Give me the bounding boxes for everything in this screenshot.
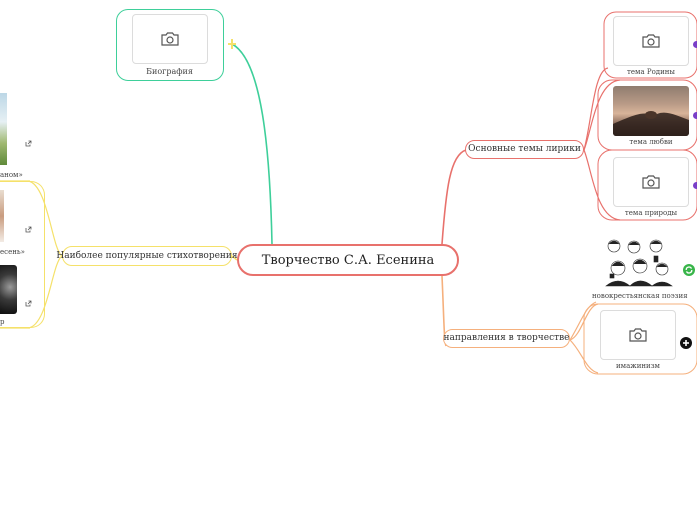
popular-poems-frame (0, 181, 45, 328)
imagism-caption: имажинизм (616, 362, 660, 370)
connector-central-themes (441, 149, 467, 245)
themes-branch-label: Основные темы лирики (468, 144, 581, 154)
connector-directions-peasant (569, 301, 597, 341)
purple-marker-2[interactable] (693, 112, 697, 119)
biography-image-placeholder (132, 14, 208, 64)
external-link-icon[interactable] (25, 218, 32, 233)
rodina-caption: тема Родины (627, 68, 675, 76)
holding-hands-image (613, 111, 689, 136)
poem-2-image[interactable] (0, 190, 4, 242)
refresh-icon[interactable] (683, 261, 695, 276)
poem-1-caption: аном» (0, 171, 23, 179)
nature-image-placeholder[interactable] (613, 157, 689, 207)
add-icon[interactable] (680, 334, 692, 349)
purple-marker-1[interactable] (693, 41, 697, 48)
themes-branch[interactable]: Основные темы лирики (465, 140, 584, 159)
external-link-icon[interactable] (25, 292, 32, 307)
peasant-poetry-caption: новокрестьянская поэзия (592, 292, 688, 300)
poets-portraits-image (605, 239, 673, 287)
frame-rodina (603, 11, 697, 79)
poem-2-caption: есень» (0, 248, 25, 256)
love-image[interactable] (613, 86, 689, 136)
poem-3-caption: р (0, 318, 5, 326)
popular-poems-branch[interactable]: Наиболее популярные стихотворения (56, 246, 238, 266)
rodina-image-placeholder[interactable] (613, 16, 689, 66)
camera-icon (629, 328, 647, 342)
connector-themes-nature (583, 149, 621, 221)
camera-icon (642, 34, 660, 48)
frame-imagism (583, 303, 697, 375)
frame-nature (597, 149, 697, 221)
biography-caption: Биография (146, 67, 193, 76)
poem-3-image[interactable] (0, 265, 17, 314)
collapse-toggle-biography[interactable] (228, 39, 236, 49)
directions-branch-label: направления в творчестве (443, 333, 570, 343)
camera-icon (642, 175, 660, 189)
biography-node[interactable]: Биография (116, 9, 224, 81)
imagism-image-placeholder[interactable] (600, 310, 676, 360)
love-caption: тема любви (629, 138, 673, 146)
peasant-poetry-image[interactable] (604, 236, 674, 288)
external-link-icon[interactable] (25, 132, 32, 147)
directions-branch[interactable]: направления в творчестве (443, 329, 570, 348)
popular-poems-branch-label: Наиболее популярные стихотворения (56, 250, 238, 261)
purple-marker-3[interactable] (693, 182, 697, 189)
central-topic-label: Творчество С.А. Есенина (261, 252, 435, 268)
central-topic[interactable]: Творчество С.А. Есенина (237, 244, 459, 276)
connector-themes-love (583, 79, 621, 151)
poem-1-image[interactable] (0, 93, 7, 165)
camera-icon (161, 32, 179, 46)
nature-caption: тема природы (624, 209, 678, 217)
connector-central-popular (231, 255, 238, 261)
connector-central-biography (231, 43, 273, 245)
